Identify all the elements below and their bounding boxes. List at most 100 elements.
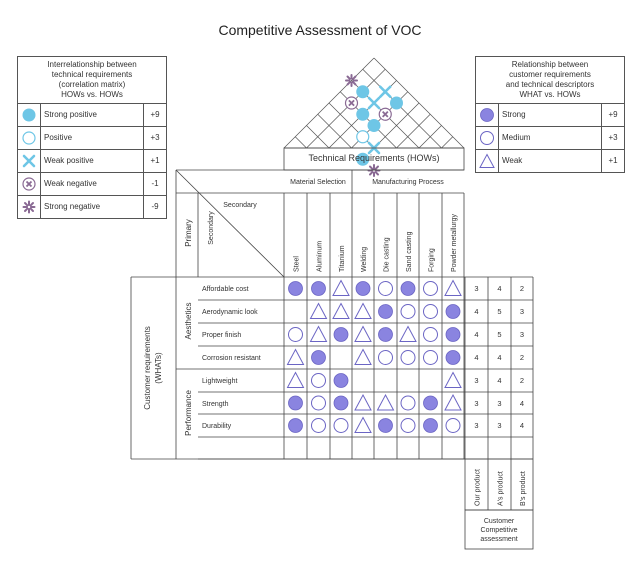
- competitive-value: 4: [474, 307, 478, 316]
- asterisk-icon: [18, 196, 41, 218]
- roof-line: [373, 57, 465, 149]
- competitive-value: 3: [474, 376, 478, 385]
- legend-label: Weak positive: [44, 156, 94, 165]
- medium-relationship-mark: [378, 350, 393, 365]
- medium-relationship-mark: [378, 281, 393, 296]
- strong-relationship-mark: [423, 418, 438, 433]
- filled-circle-icon: [18, 104, 41, 126]
- competitive-value: 2: [520, 284, 524, 293]
- legend-row-strong-positive: Strong positive +9: [18, 104, 166, 127]
- legend-row-strong-negative: Strong negative -9: [18, 196, 166, 218]
- strong-relationship-mark: [333, 395, 349, 411]
- weak-positive-mark: [367, 96, 381, 110]
- competitive-value: 3: [474, 421, 478, 430]
- legend-heading-line: and technical descriptors: [505, 80, 595, 89]
- competitive-value: 5: [497, 330, 501, 339]
- strong-relationship-mark: [445, 327, 461, 342]
- roof-line: [295, 136, 307, 149]
- strong-positive-mark: [356, 107, 370, 121]
- competitive-column-label: Our product: [475, 469, 482, 506]
- legend-value: +9: [601, 104, 624, 126]
- roof-symbol-pos1: [367, 96, 381, 110]
- legend-value: -1: [143, 173, 166, 195]
- column-label: Powder metallurgy: [451, 214, 458, 272]
- competitive-value: 4: [497, 353, 501, 362]
- header-diagonal: [175, 169, 285, 278]
- strong-positive-mark: [390, 96, 403, 110]
- medium-relationship-mark: [288, 327, 303, 342]
- strong-relationship-mark: [288, 281, 303, 296]
- legend-value: +1: [143, 150, 166, 172]
- weak-relationship-mark: [332, 279, 350, 296]
- legend-label: Strong negative: [44, 202, 101, 211]
- competitive-value: 3: [520, 307, 524, 316]
- competitive-value: 3: [520, 330, 524, 339]
- legend-heading-line: Interrelationship between: [47, 60, 137, 69]
- roof-line: [441, 136, 453, 149]
- roof-symbol-pos9: [356, 152, 370, 166]
- legend-heading-line: customer requirements: [509, 70, 591, 79]
- primary-aesthetics: Aesthetics: [184, 303, 193, 340]
- column-label: Welding: [361, 247, 368, 272]
- roof-symbol-neg1: [378, 107, 392, 121]
- weak-relationship-mark: [376, 393, 395, 411]
- relationship-legend: Relationship between customer requiremen…: [475, 56, 625, 173]
- legend-row-medium: Medium +3: [476, 127, 624, 150]
- competitive-label: Competitive: [481, 527, 518, 534]
- medium-relationship-mark: [423, 281, 438, 296]
- weak-positive-mark: [378, 85, 392, 99]
- weak-relationship-mark: [354, 302, 372, 319]
- competitive-value: 4: [474, 330, 478, 339]
- column-label: Forging: [429, 248, 436, 272]
- legend-row-weak: Weak +1: [476, 150, 624, 172]
- row-label: Proper finish: [202, 332, 241, 339]
- page-title: Competitive Assessment of VOC: [218, 22, 422, 38]
- medium-relationship-mark: [423, 350, 438, 365]
- weak-negative-mark: [382, 111, 389, 118]
- group-material-selection: Material Selection: [290, 179, 346, 186]
- weak-relationship-mark: [354, 348, 372, 365]
- strong-relationship-mark: [288, 395, 303, 411]
- legend-value: +1: [601, 150, 624, 172]
- roof-symbol-neg9: [367, 164, 381, 177]
- weak-relationship-mark: [399, 325, 417, 342]
- strong-negative-mark: [345, 74, 358, 87]
- strong-positive-mark: [356, 85, 370, 99]
- correlation-legend-heading: Interrelationship between technical requ…: [18, 57, 166, 104]
- row-label: Durability: [202, 423, 232, 430]
- legend-label: Strong positive: [44, 110, 97, 119]
- legend-heading-line: Relationship between: [511, 60, 589, 69]
- legend-label: Strong: [502, 110, 526, 119]
- positive-mark: [356, 130, 370, 144]
- strong-relationship-mark: [355, 281, 371, 296]
- cross-icon: [18, 150, 41, 172]
- legend-value: +9: [143, 104, 166, 126]
- weak-relationship-mark: [354, 325, 372, 342]
- competitive-column-label: B's product: [520, 471, 527, 506]
- header-secondary-top: Secondary: [223, 202, 257, 209]
- legend-label: Medium: [502, 133, 531, 142]
- legend-heading-line: HOWs vs. HOWs: [61, 90, 123, 99]
- competitive-value: 3: [497, 421, 501, 430]
- column-label: Titanium: [339, 245, 346, 272]
- competitive-column-label: A's product: [498, 471, 505, 506]
- row-label: Strength: [202, 401, 229, 408]
- weak-relationship-mark: [309, 302, 328, 319]
- technical-requirements-label: Technical Requirements (HOWs): [308, 153, 439, 163]
- filled-circle-icon: [476, 104, 499, 126]
- legend-heading-line: (correlation matrix): [58, 80, 126, 89]
- competitive-label: Customer: [484, 518, 515, 525]
- roof-symbol-pos9: [356, 107, 370, 121]
- roof-symbol-pos1: [378, 85, 392, 99]
- legend-value: -9: [143, 196, 166, 218]
- hollow-circle-icon: [476, 127, 499, 149]
- medium-relationship-mark: [400, 304, 416, 319]
- group-manufacturing-process: Manufacturing Process: [372, 179, 444, 186]
- weak-relationship-mark: [332, 302, 350, 319]
- legend-label: Weak negative: [44, 179, 97, 188]
- weak-relationship-mark: [286, 348, 305, 365]
